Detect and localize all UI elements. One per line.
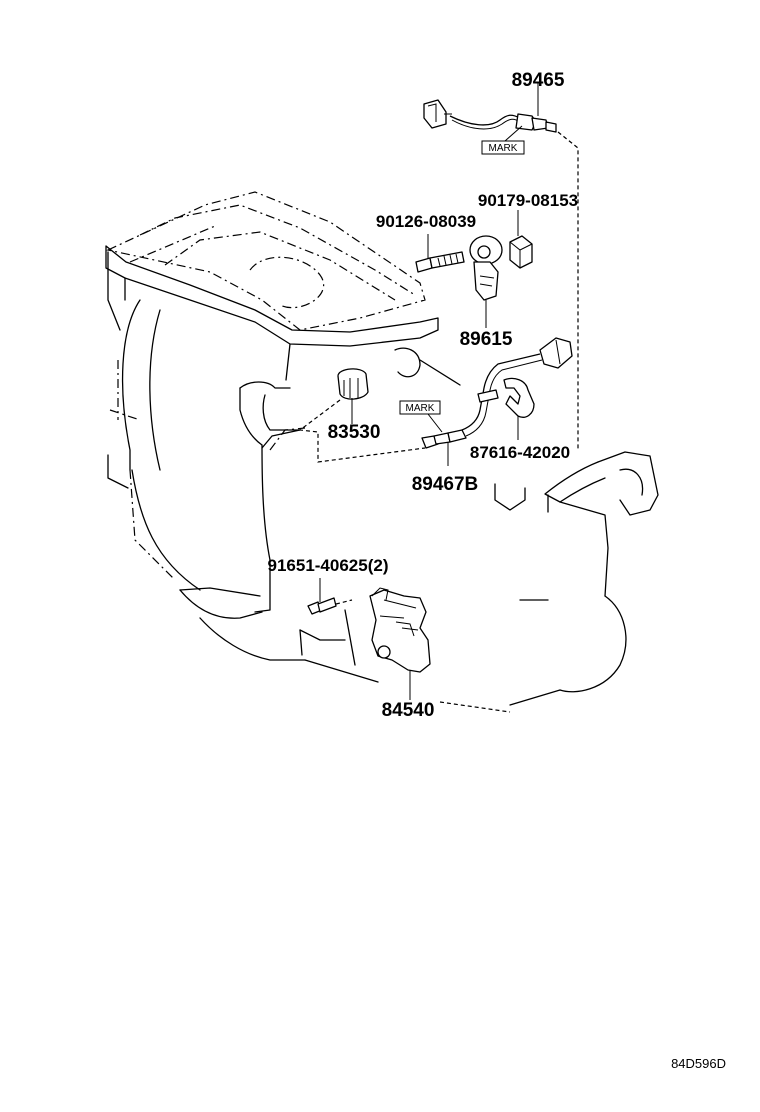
part-number-89615: 89615 [460,329,513,350]
part-number-90179-08153: 90179-08153 [478,191,578,210]
oil-pressure-switch-83530[interactable] [337,368,369,424]
part-number-83530: 83530 [328,422,381,443]
oxygen-sensor-upper-89465[interactable] [423,82,557,133]
engine-block-illustration [105,191,659,706]
part-number-84540: 84540 [382,700,435,721]
mark-text-lower: MARK [406,403,435,414]
nut-90179[interactable] [509,210,533,269]
leader-83530-dashed [298,399,426,463]
part-number-91651-40625: 91651-40625(2) [268,556,389,575]
mark-text-upper: MARK [489,143,518,154]
part-number-89467b: 89467B [412,474,479,495]
mark-label-lower: MARK [399,400,443,433]
part-number-labels: 89465 90179-08153 90126-08039 89615 8353… [268,70,579,721]
bolt-91651[interactable] [307,578,337,615]
leader-89465-dashed [557,131,579,450]
part-number-89465: 89465 [512,70,565,91]
leader-91651-dashed [335,599,353,605]
leader-84540-dashed [439,701,511,713]
neutral-start-switch-84540[interactable] [369,587,431,700]
part-number-87616-42020: 87616-42020 [470,443,570,462]
illustration-code: 84D596D [671,1056,726,1071]
stud-bolt-90126[interactable] [415,234,465,273]
knock-sensor-89615[interactable] [469,235,503,328]
part-number-90126-08039: 90126-08039 [376,212,476,231]
mark-label-upper: MARK [481,125,525,155]
oxygen-sensor-lower-89467b[interactable] [421,337,573,466]
wire-clamp-87616[interactable] [477,377,535,440]
